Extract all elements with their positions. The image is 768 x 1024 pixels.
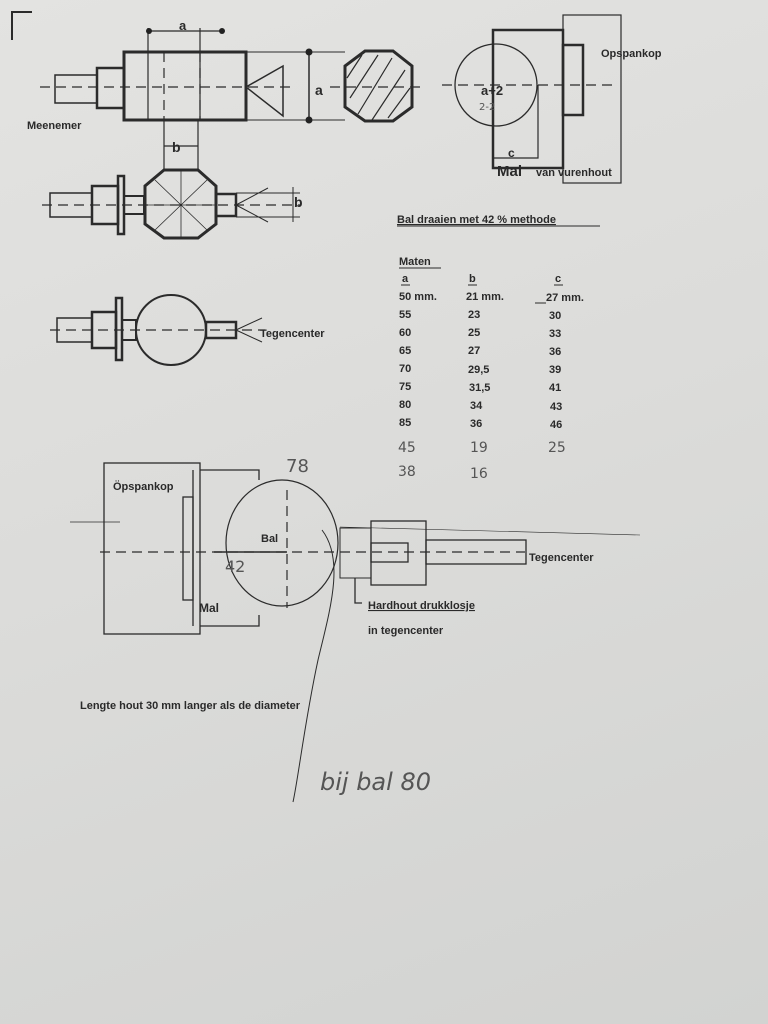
cell: 39 [549,364,561,376]
header-b: b [469,273,476,285]
length-note: Lengte hout 30 mm langer als de diameter [80,700,301,712]
handwritten-78: 78 [286,456,309,477]
cell: 25 [468,327,480,339]
label-b-side: b [294,194,303,210]
cell: 23 [468,309,480,321]
cell: 85 [399,417,411,429]
mal-label: Mal [497,163,522,180]
handwritten-cell: 19 [470,440,488,456]
label-opspankop-bottom: Öpspankop [113,480,174,493]
measurements-table: Bal draaien met 42 % methode Maten a b c… [397,214,600,482]
handwritten-2: 2-2 [479,102,495,113]
label-a-top: a [179,18,187,33]
cell: 21 mm. [466,291,504,303]
cell: 65 [399,345,411,357]
cell: 80 [399,399,411,411]
cell: 27 mm. [546,292,584,304]
header-a: a [402,273,409,285]
label-a-plus-2: a+2 [481,83,503,98]
cell: 55 [399,309,411,321]
cell: 29,5 [468,364,489,376]
label-bal: Bal [261,533,278,545]
cell: 31,5 [469,382,490,394]
cell: 34 [470,400,483,412]
label-meenemer: Meenemer [27,120,82,132]
label-b-top: b [172,139,181,155]
label-c: c [508,146,515,160]
cell: 36 [549,346,561,358]
handwritten-cell: 38 [398,464,416,480]
handwritten-note: bij bal 80 [320,768,431,796]
label-a-side: a [315,82,323,98]
cell: 70 [399,363,411,375]
handwritten-cell: 25 [548,440,566,456]
handwritten-cell: 45 [398,440,416,456]
page-corner [11,11,32,40]
cell: 60 [399,327,411,339]
label-tegencenter-bottom: Tegencenter [529,552,594,564]
octagon-turning-diagram [42,168,300,240]
ball-template-diagram [70,462,641,803]
handwritten-cell: 16 [470,466,488,482]
label-drukklosje: Hardhout drukklosje [368,600,475,612]
label-tegencenter-top: Tegencenter [260,328,325,340]
header-c: c [555,273,561,285]
cell: 30 [549,310,561,322]
cell: 36 [470,418,482,430]
label-opspankop-top: Opspankop [601,48,662,60]
octagon-cross-section [330,49,420,123]
cell: 46 [550,419,562,431]
ball-turning-diagram [50,294,265,366]
cell: 43 [550,401,562,413]
label-mal-bottom: Mal [199,601,219,615]
cell: 50 mm. [399,291,437,303]
cell: 33 [549,328,561,340]
cell: 27 [468,345,480,357]
cell: 75 [399,381,411,393]
cell: 41 [549,382,561,394]
table-title: Bal draaien met 42 % methode [397,214,556,226]
template-top-diagram [442,14,622,184]
label-drukklosje-2: in tegencenter [368,625,444,637]
handwritten-42: 42 [225,557,245,576]
blank-turning-diagram [40,28,345,170]
table-subtitle: Maten [399,256,431,268]
mal-sub: van vurenhout [536,167,612,179]
